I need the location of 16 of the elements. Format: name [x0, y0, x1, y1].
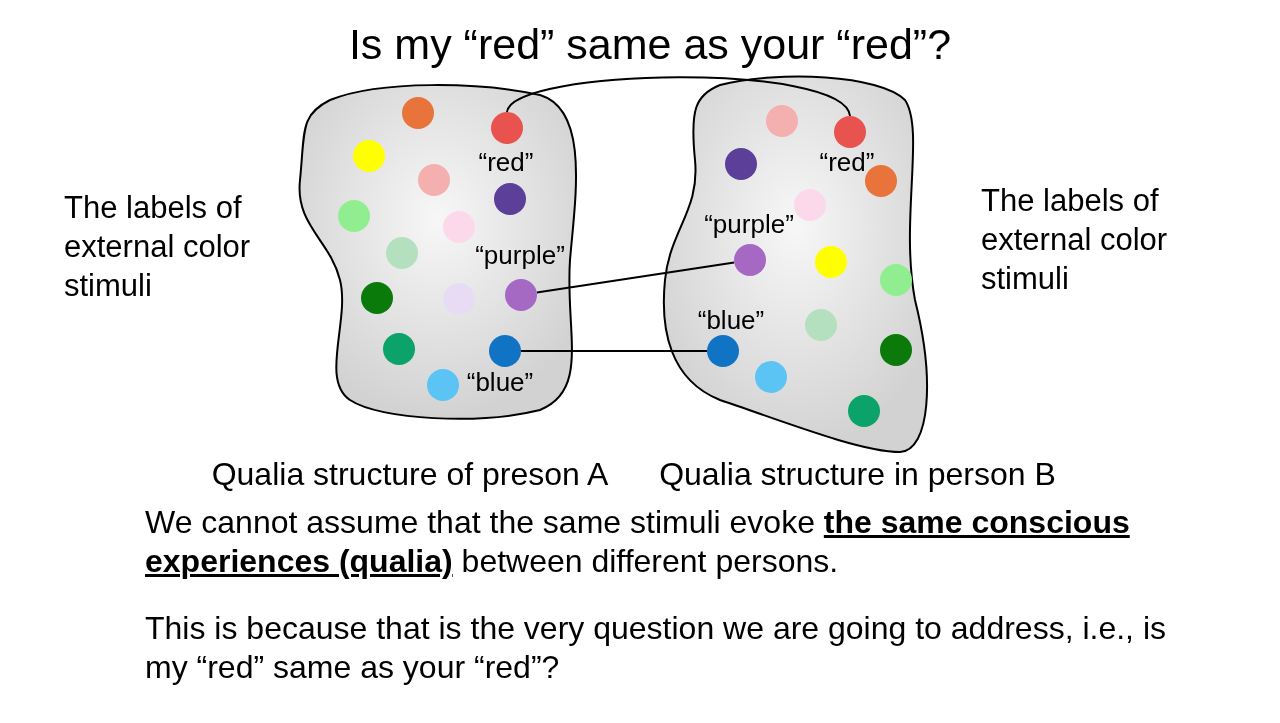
color-label: “purple”	[474, 240, 566, 271]
blob-caption: Qualia structure in person B	[658, 456, 1057, 493]
color-label: “red”	[477, 147, 535, 178]
color-label: “blue”	[465, 367, 535, 398]
title: Is my “red” same as your “red”?	[347, 20, 953, 69]
connector-line	[506, 76, 851, 117]
color-label: “purple”	[703, 209, 795, 240]
connector-line	[535, 261, 736, 294]
color-label: “blue”	[696, 305, 766, 336]
side-label: The labels of external color stimuli	[981, 182, 1169, 298]
paragraph: We cannot assume that the same stimuli evoke the same conscious experiences (qualia) between different persons.	[145, 503, 1131, 581]
side-label: The labels of external color stimuli	[64, 189, 252, 305]
paragraph: This is because that is the very question we are going to address, i.e., is my “red” same as your “red”?	[145, 609, 1167, 687]
connector-line	[520, 350, 708, 352]
blob-caption: Qualia structure of preson A	[210, 456, 610, 493]
color-label: “red”	[818, 147, 876, 178]
